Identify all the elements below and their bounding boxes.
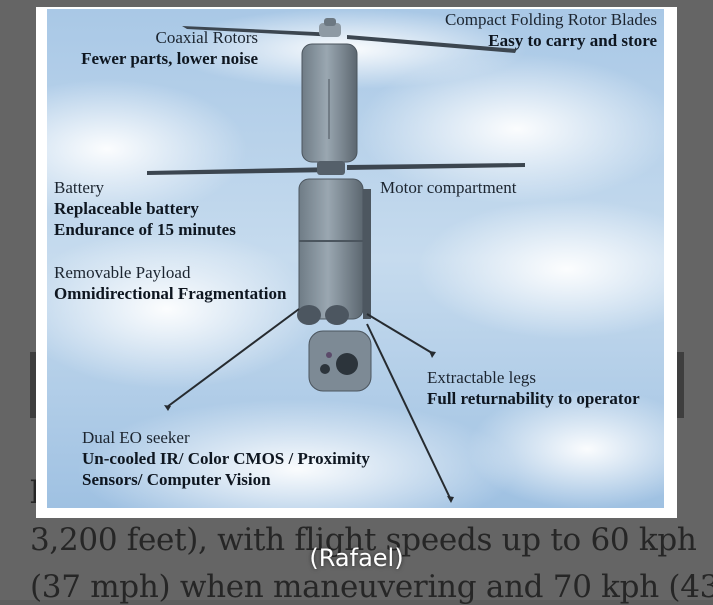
callout-dual-eo-seeker: Dual EO seeker Un-cooled IR/ Color CMOS … bbox=[82, 427, 370, 490]
callout-description: Omnidirectional Fragmentation bbox=[54, 284, 287, 303]
drone-diagram-image: Coaxial Rotors Fewer parts, lower noise … bbox=[47, 9, 664, 508]
callout-title: Coaxial Rotors bbox=[155, 28, 258, 47]
callout-coaxial-rotors: Coaxial Rotors Fewer parts, lower noise bbox=[75, 27, 258, 69]
callout-title: Extractable legs bbox=[427, 368, 537, 387]
callout-description: Replaceable battery bbox=[54, 199, 199, 218]
callout-description: Un-cooled IR/ Color CMOS / Proximity bbox=[82, 449, 370, 468]
callout-description: Endurance of 15 minutes bbox=[54, 220, 236, 239]
callout-title: Compact Folding Rotor Blades bbox=[444, 10, 657, 29]
callout-description: Fewer parts, lower noise bbox=[81, 49, 258, 68]
callout-extractable-legs: Extractable legs Full returnability to o… bbox=[427, 367, 640, 409]
article-text-line: 3,200 feet), with flight speeds up to 60… bbox=[30, 522, 697, 558]
callout-description: Sensors/ Computer Vision bbox=[82, 470, 271, 489]
callout-motor-compartment: Motor compartment bbox=[380, 177, 516, 198]
article-text-line: (37 mph) when maneuvering and 70 kph (43 bbox=[30, 569, 713, 605]
callout-removable-payload: Removable Payload Omnidirectional Fragme… bbox=[54, 262, 286, 304]
callout-battery: Battery Replaceable battery Endurance of… bbox=[54, 177, 236, 240]
callout-title: Battery bbox=[54, 178, 105, 197]
callout-title: Motor compartment bbox=[380, 178, 517, 197]
callout-description: Full returnability to operator bbox=[427, 389, 640, 408]
callout-description: Easy to carry and store bbox=[488, 31, 657, 50]
image-caption: (Rafael) bbox=[309, 544, 404, 572]
callout-title: Dual EO seeker bbox=[82, 428, 190, 447]
article-text-fragment: l bbox=[30, 475, 40, 511]
drone-illustration bbox=[47, 9, 664, 508]
callout-folding-rotor-blades: Compact Folding Rotor Blades Easy to car… bbox=[407, 9, 657, 51]
callout-title: Removable Payload bbox=[54, 263, 191, 282]
